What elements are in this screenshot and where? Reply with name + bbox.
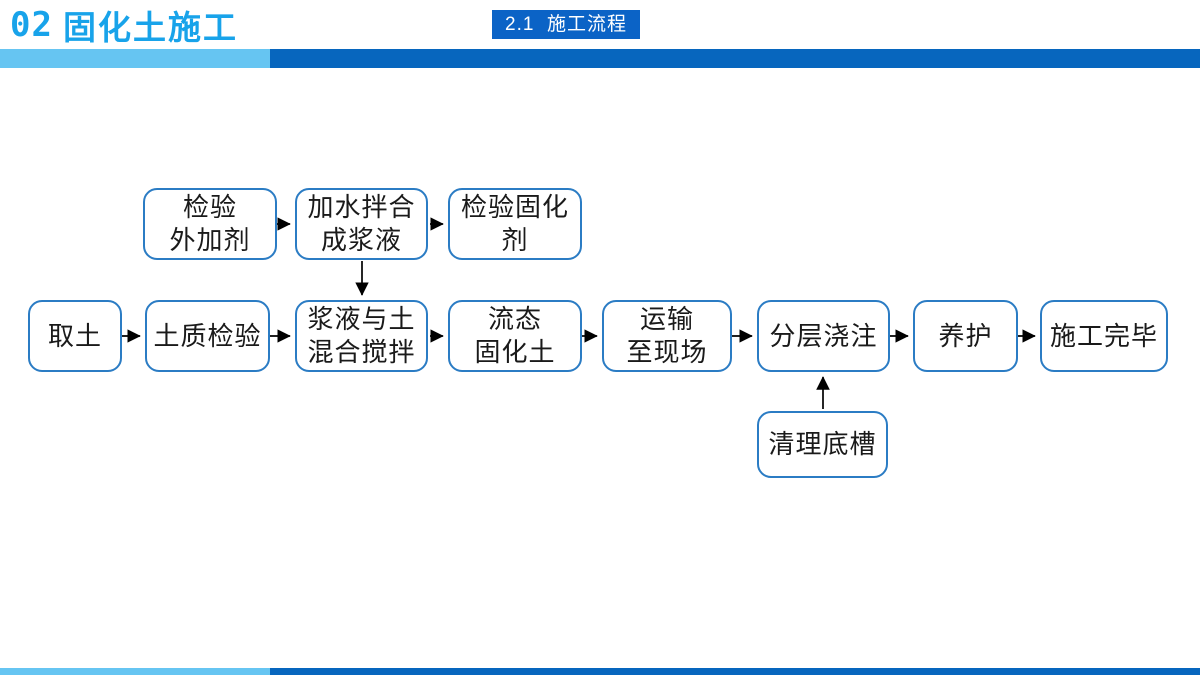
flow-node-slurry-soil-mixing: 浆液与土 混合搅拌 [295, 300, 428, 372]
flow-node-layered-pouring: 分层浇注 [757, 300, 890, 372]
footer-bar-dark [270, 668, 1200, 675]
header-bar-dark [270, 49, 1200, 68]
section-badge: 2.1 施工流程 [492, 10, 640, 39]
flow-node-inspect-admixture: 检验 外加剂 [143, 188, 277, 260]
flow-node-construction-complete: 施工完毕 [1040, 300, 1168, 372]
flow-node-soil-quality-test: 土质检验 [145, 300, 270, 372]
page-title-group: 02 固化土施工 [10, 4, 238, 46]
slide-header: 02 固化土施工 2.1 施工流程 [0, 0, 1200, 70]
flow-node-fluid-solidified-soil: 流态 固化土 [448, 300, 582, 372]
flow-node-curing: 养护 [913, 300, 1018, 372]
flow-node-clean-trench: 清理底槽 [757, 411, 888, 478]
footer-bar-light [0, 668, 270, 675]
flow-node-inspect-curing-agent: 检验固化 剂 [448, 188, 582, 260]
flow-node-transport-to-site: 运输 至现场 [602, 300, 732, 372]
header-bar-light [0, 49, 270, 68]
flow-node-add-water-mix-slurry: 加水拌合 成浆液 [295, 188, 428, 260]
page-title: 固化土施工 [62, 9, 238, 46]
section-number: 02 [10, 5, 53, 45]
flow-node-take-soil: 取土 [28, 300, 122, 372]
